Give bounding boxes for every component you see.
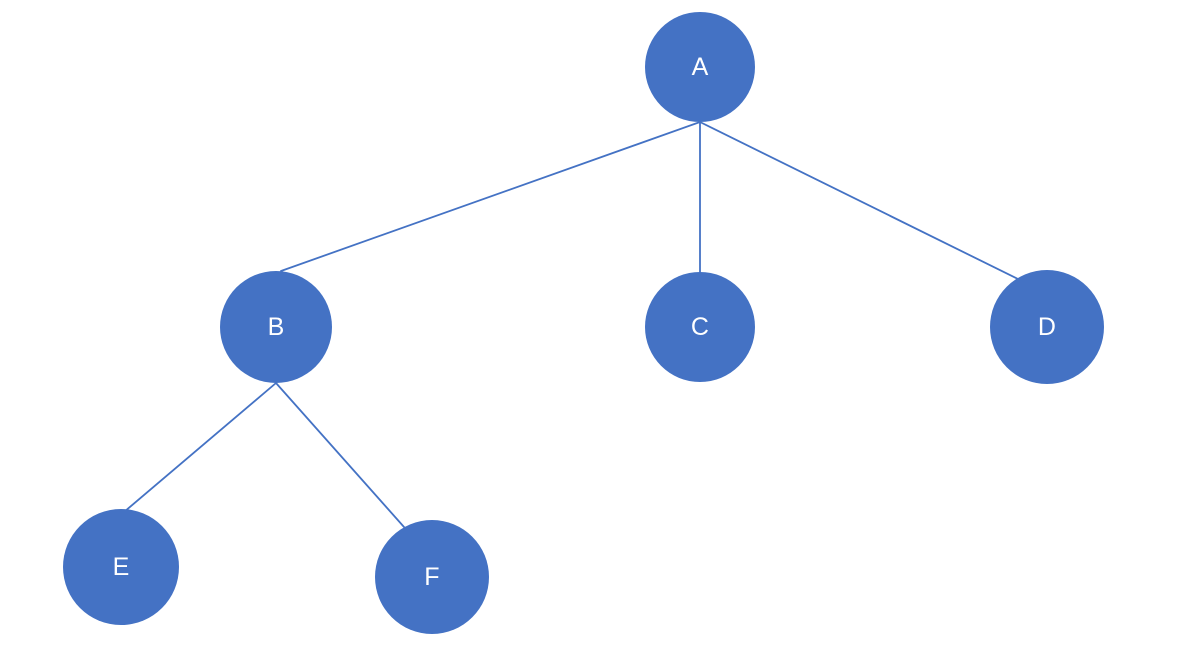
graph-node-label-e: E — [112, 552, 130, 581]
graph-node-b[interactable]: B — [220, 271, 332, 383]
graph-node-f[interactable]: F — [375, 520, 489, 634]
graph-node-label-a: A — [691, 52, 709, 81]
graph-node-c[interactable]: C — [645, 272, 755, 382]
graph-node-label-c: C — [690, 312, 710, 341]
graph-node-label-f: F — [424, 562, 440, 591]
graph-node-label-b: B — [267, 312, 285, 341]
graph-node-e[interactable]: E — [63, 509, 179, 625]
graph-node-label-d: D — [1037, 312, 1057, 341]
graph-node-a[interactable]: A — [645, 12, 755, 122]
graph-node-d[interactable]: D — [990, 270, 1104, 384]
